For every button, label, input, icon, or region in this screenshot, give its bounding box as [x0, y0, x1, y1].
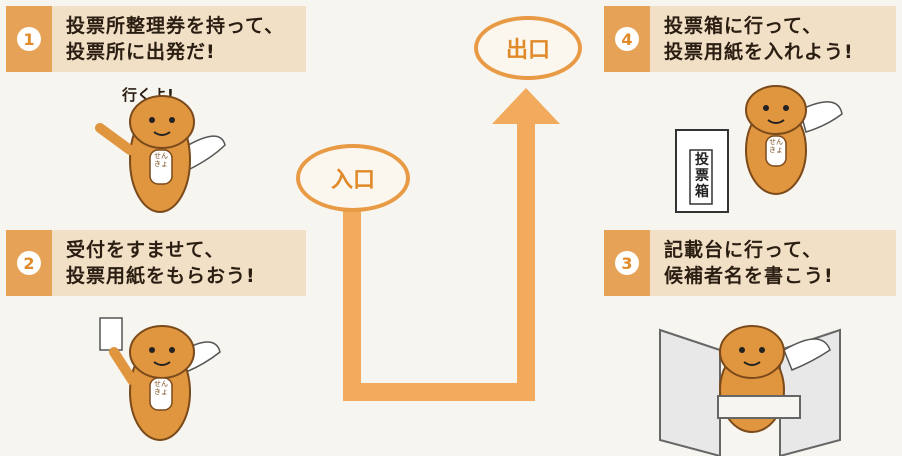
step-1-line2: 投票所に出発だ!: [66, 41, 216, 63]
entrance-label: 入口: [296, 144, 410, 212]
step-4-line1: 投票箱に行って、: [664, 15, 823, 37]
writing-desk: [717, 395, 801, 419]
mascot-badge: せんきょ: [769, 138, 783, 154]
step-2-banner: 2 受付をすませて、投票用紙をもらおう!: [6, 230, 306, 296]
step-4-line2: 投票用紙を入れよう!: [664, 41, 854, 63]
step-3-number: 3: [615, 251, 639, 275]
step-1-number: 1: [17, 27, 41, 51]
exit-label: 出口: [474, 16, 582, 80]
step-4-banner: 4 投票箱に行って、投票用紙を入れよう!: [604, 6, 896, 72]
voting-booth-left: [659, 328, 721, 456]
step-2-line2: 投票用紙をもらおう!: [66, 265, 256, 287]
step-2-number: 2: [17, 251, 41, 275]
step-3-line1: 記載台に行って、: [664, 239, 823, 261]
step-1-banner: 1 投票所整理券を持って、投票所に出発だ!: [6, 6, 306, 72]
arrow-head: [492, 88, 560, 124]
step-3-banner: 3 記載台に行って、候補者名を書こう!: [604, 230, 896, 296]
step-1-line1: 投票所整理券を持って、: [66, 15, 285, 37]
mascot-badge: せんきょ: [154, 380, 168, 396]
ballot-box-label: 投票箱: [695, 152, 709, 200]
step-2-line1: 受付をすませて、: [66, 239, 225, 261]
step-3-line2: 候補者名を書こう!: [664, 265, 834, 287]
ballot-box: [675, 129, 729, 213]
mascot-badge: せんきょ: [154, 152, 168, 168]
step-4-number: 4: [615, 27, 639, 51]
